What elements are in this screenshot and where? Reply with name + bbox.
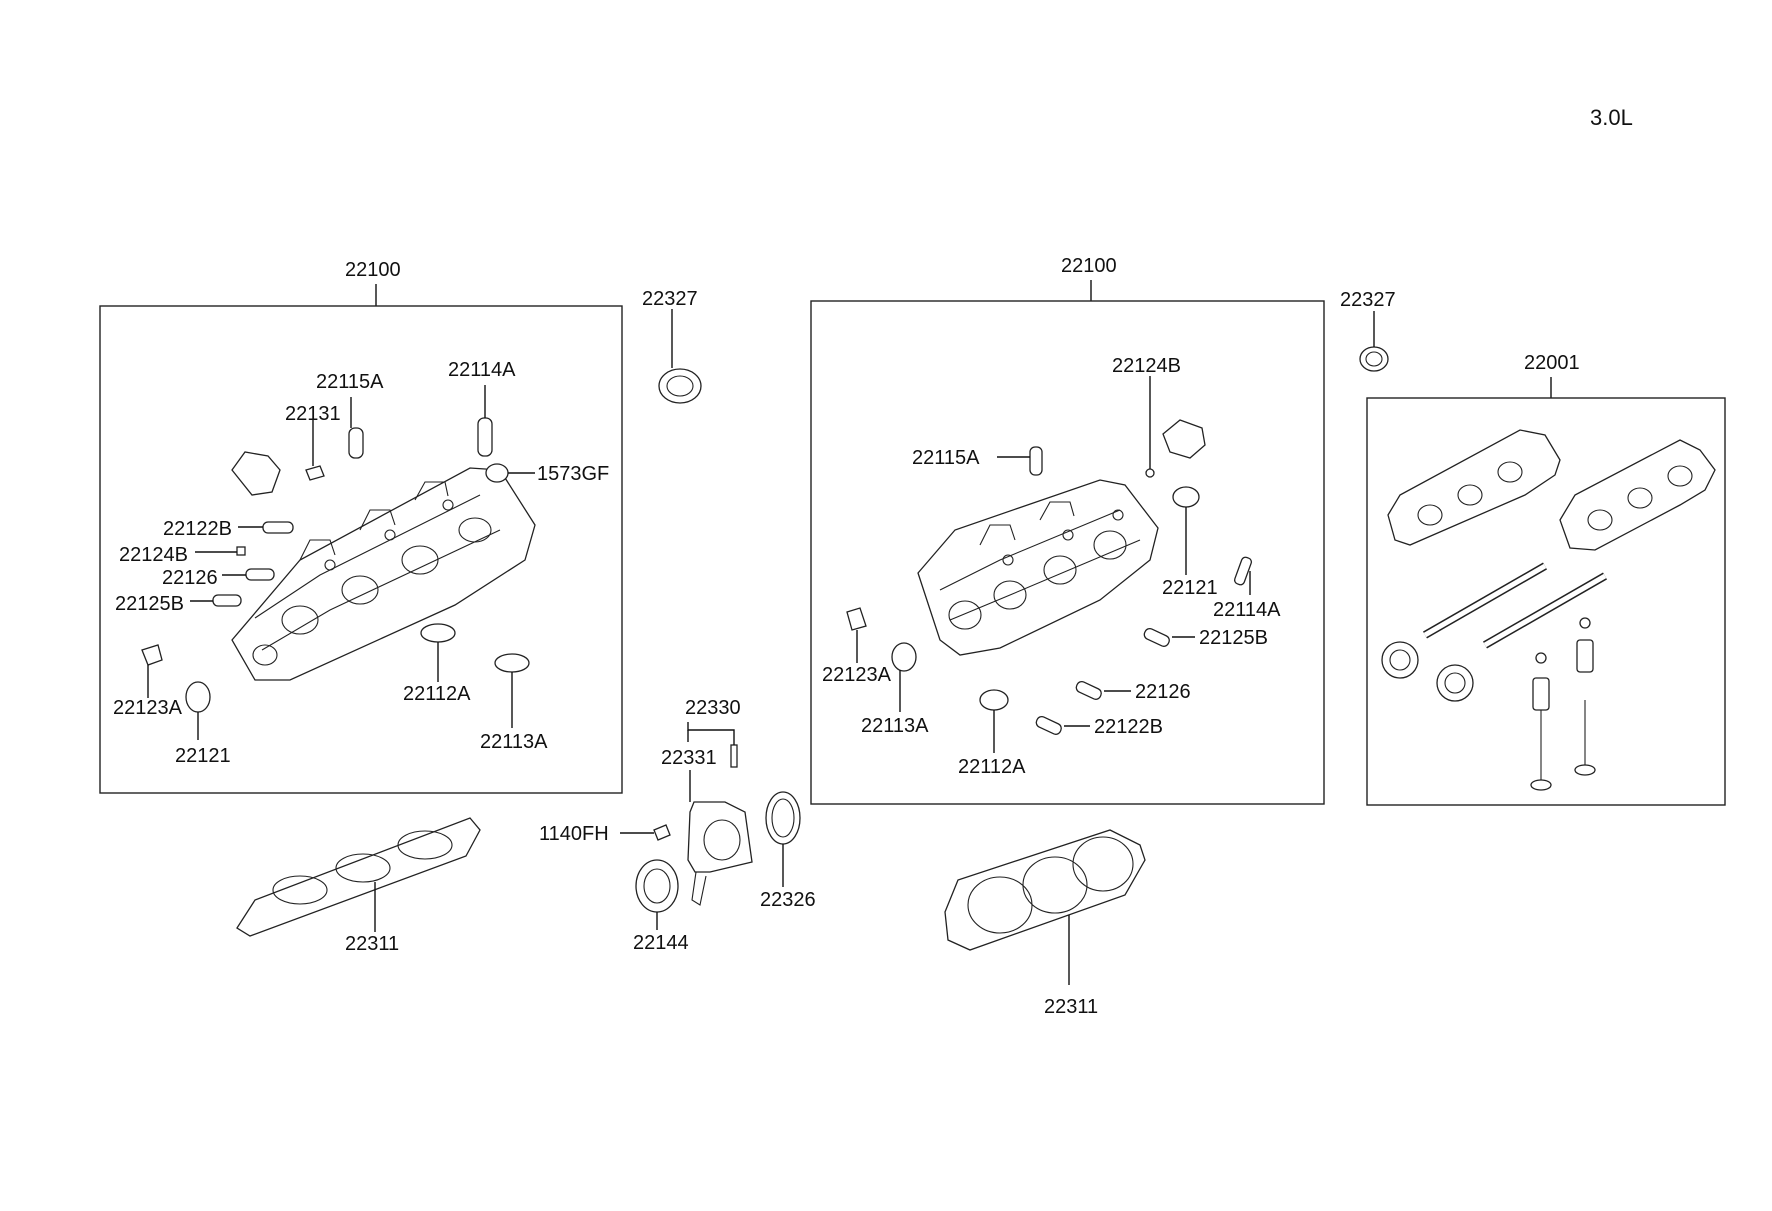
label-22144: 22144 xyxy=(633,932,689,954)
group-box-left-head xyxy=(99,305,623,794)
group-label-head-assy: 22001 xyxy=(1524,352,1580,374)
part-22113A-right xyxy=(891,642,917,672)
label-22113A-left: 22113A xyxy=(480,731,548,753)
label-22126-left: 22126 xyxy=(162,567,218,589)
group-box-right-head xyxy=(810,300,1325,805)
cam-bracket-right xyxy=(1162,419,1206,459)
label-22311-left: 22311 xyxy=(345,933,399,955)
cylinder-head-right[interactable] xyxy=(917,479,1159,656)
label-22326: 22326 xyxy=(760,889,816,911)
label-22125B-left: 22125B xyxy=(115,593,184,615)
label-22330: 22330 xyxy=(685,697,741,719)
part-22113A-left xyxy=(494,653,530,673)
group-label-left-head: 22100 xyxy=(345,259,401,281)
label-22115A-right: 22115A xyxy=(912,447,980,469)
head-gasket-left xyxy=(236,817,481,937)
part-22125B-left xyxy=(212,594,242,607)
label-22131-left: 22131 xyxy=(285,403,341,425)
head-assembly-illustration xyxy=(1381,429,1716,791)
label-22121-right: 22121 xyxy=(1162,577,1218,599)
part-22114A-right xyxy=(1233,556,1253,586)
part-22124B-left xyxy=(236,546,246,556)
group-left-head[interactable]: 22100 xyxy=(99,259,623,794)
label-22122B-right: 22122B xyxy=(1094,716,1163,738)
label-22124B-right: 22124B xyxy=(1112,355,1181,377)
group-label-right-head: 22100 xyxy=(1061,255,1117,277)
part-22122B-right xyxy=(1035,715,1062,735)
thermostat-housing[interactable] xyxy=(687,801,753,906)
label-22331: 22331 xyxy=(661,747,717,769)
head-gasket-right xyxy=(944,829,1146,951)
part-22327-right xyxy=(1359,346,1389,372)
cylinder-head-left[interactable] xyxy=(231,467,536,681)
part-22327-left xyxy=(658,368,702,404)
part-22326-gasket xyxy=(765,791,801,845)
part-22125B-right xyxy=(1143,627,1170,647)
label-22114A-left: 22114A xyxy=(448,359,516,381)
part-22124B-right xyxy=(1145,468,1155,478)
engine-label: 3.0L xyxy=(1590,105,1633,130)
part-22114A-left xyxy=(477,417,493,457)
label-1140FH: 1140FH xyxy=(539,823,609,845)
cam-bracket-left xyxy=(231,451,281,496)
part-22112A-right xyxy=(979,689,1009,711)
label-22112A-right: 22112A xyxy=(958,756,1026,778)
label-22112A-left: 22112A xyxy=(403,683,471,705)
label-22122B-left: 22122B xyxy=(163,518,232,540)
group-head-assy[interactable]: 22001 xyxy=(1366,352,1726,806)
part-22122B-left xyxy=(262,521,294,534)
label-22123A-left: 22123A xyxy=(113,697,183,719)
part-22115A-right xyxy=(1029,446,1043,476)
label-22114A-right: 22114A xyxy=(1213,599,1281,621)
group-box-head-assy xyxy=(1366,397,1726,806)
label-22327-left: 22327 xyxy=(642,288,698,310)
label-22121-left: 22121 xyxy=(175,745,231,767)
part-22126-left xyxy=(245,568,275,581)
part-22144-seal xyxy=(635,859,679,913)
label-22124B-left: 22124B xyxy=(119,544,188,566)
label-22327-right: 22327 xyxy=(1340,289,1396,311)
label-22311-right: 22311 xyxy=(1044,996,1098,1018)
label-22115A-left: 22115A xyxy=(316,371,384,393)
part-22131-left xyxy=(305,465,325,481)
part-1573GF-left xyxy=(485,463,509,483)
label-22113A-right: 22113A xyxy=(861,715,929,737)
label-1573GF-left: 1573GF xyxy=(537,463,609,485)
label-22125B-right: 22125B xyxy=(1199,627,1268,649)
part-22121-right xyxy=(1172,486,1200,508)
part-1140FH-bolt xyxy=(653,824,671,841)
part-22115A-left xyxy=(348,427,364,459)
part-22126-right xyxy=(1075,680,1102,700)
part-22121-left xyxy=(185,681,211,713)
part-22123A-right xyxy=(846,607,867,631)
part-22330-stud xyxy=(730,744,738,768)
label-22126-right: 22126 xyxy=(1135,681,1191,703)
label-22123A-right: 22123A xyxy=(822,664,892,686)
group-right-head[interactable]: 22100 xyxy=(810,255,1325,805)
part-22112A-left xyxy=(420,623,456,643)
part-22123A-left xyxy=(141,644,163,666)
